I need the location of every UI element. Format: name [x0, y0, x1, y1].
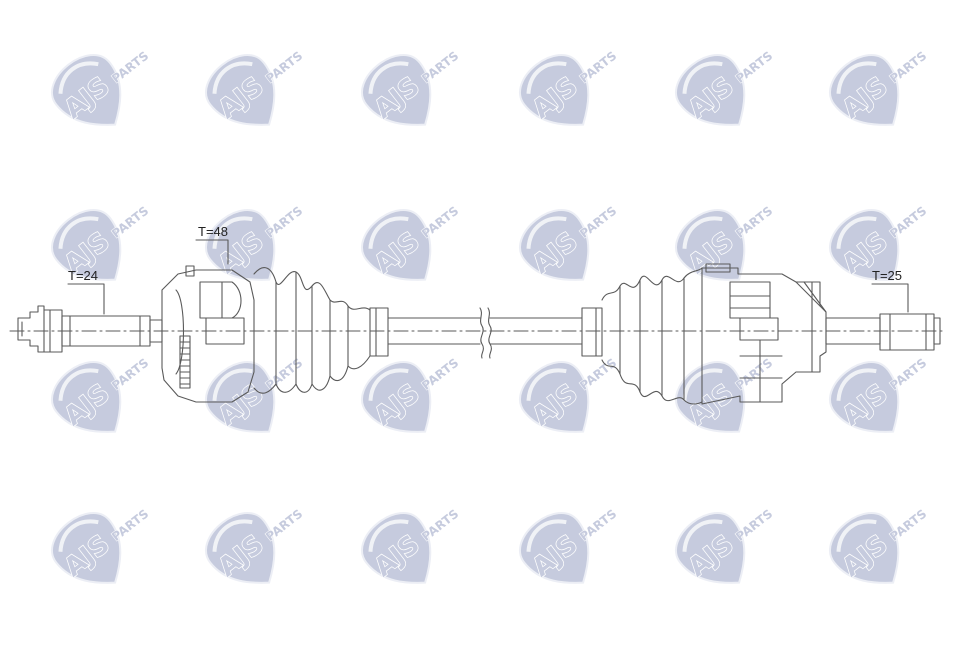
- svg-text:PARTS: PARTS: [109, 49, 151, 86]
- label-t48: T=48: [198, 224, 228, 239]
- outer-boot: [253, 267, 389, 394]
- svg-text:PARTS: PARTS: [263, 49, 305, 86]
- svg-text:PARTS: PARTS: [109, 507, 151, 544]
- labels: T=24 T=48 T=25: [68, 224, 902, 283]
- inner-boot: [581, 267, 703, 405]
- svg-text:PARTS: PARTS: [887, 507, 929, 544]
- main-shaft-right: [487, 307, 583, 359]
- svg-text:PARTS: PARTS: [887, 356, 929, 393]
- abs-ring: [179, 335, 191, 389]
- inner-cv-joint: [701, 263, 827, 405]
- svg-text:PARTS: PARTS: [263, 356, 305, 393]
- svg-text:PARTS: PARTS: [419, 356, 461, 393]
- svg-text:PARTS: PARTS: [419, 507, 461, 544]
- svg-text:PARTS: PARTS: [577, 507, 619, 544]
- svg-text:PARTS: PARTS: [263, 507, 305, 544]
- label-t24: T=24: [68, 268, 98, 283]
- svg-text:PARTS: PARTS: [577, 49, 619, 86]
- shaft-drawing: [9, 239, 946, 405]
- svg-text:PARTS: PARTS: [577, 204, 619, 241]
- svg-text:PARTS: PARTS: [419, 204, 461, 241]
- svg-text:PARTS: PARTS: [733, 204, 775, 241]
- main-shaft-left: [387, 307, 484, 359]
- leader-lines: [67, 239, 909, 315]
- svg-text:PARTS: PARTS: [733, 356, 775, 393]
- label-t25: T=25: [872, 268, 902, 283]
- svg-text:PARTS: PARTS: [733, 49, 775, 86]
- left-spline: [61, 315, 163, 347]
- svg-text:PARTS: PARTS: [887, 49, 929, 86]
- left-nut: [17, 305, 63, 353]
- right-spline: [825, 313, 941, 351]
- svg-text:PARTS: PARTS: [419, 49, 461, 86]
- svg-text:PARTS: PARTS: [263, 204, 305, 241]
- svg-text:PARTS: PARTS: [887, 204, 929, 241]
- svg-text:PARTS: PARTS: [733, 507, 775, 544]
- svg-text:PARTS: PARTS: [577, 356, 619, 393]
- svg-text:PARTS: PARTS: [109, 356, 151, 393]
- svg-text:PARTS: PARTS: [109, 204, 151, 241]
- outer-cv-joint: [161, 265, 255, 403]
